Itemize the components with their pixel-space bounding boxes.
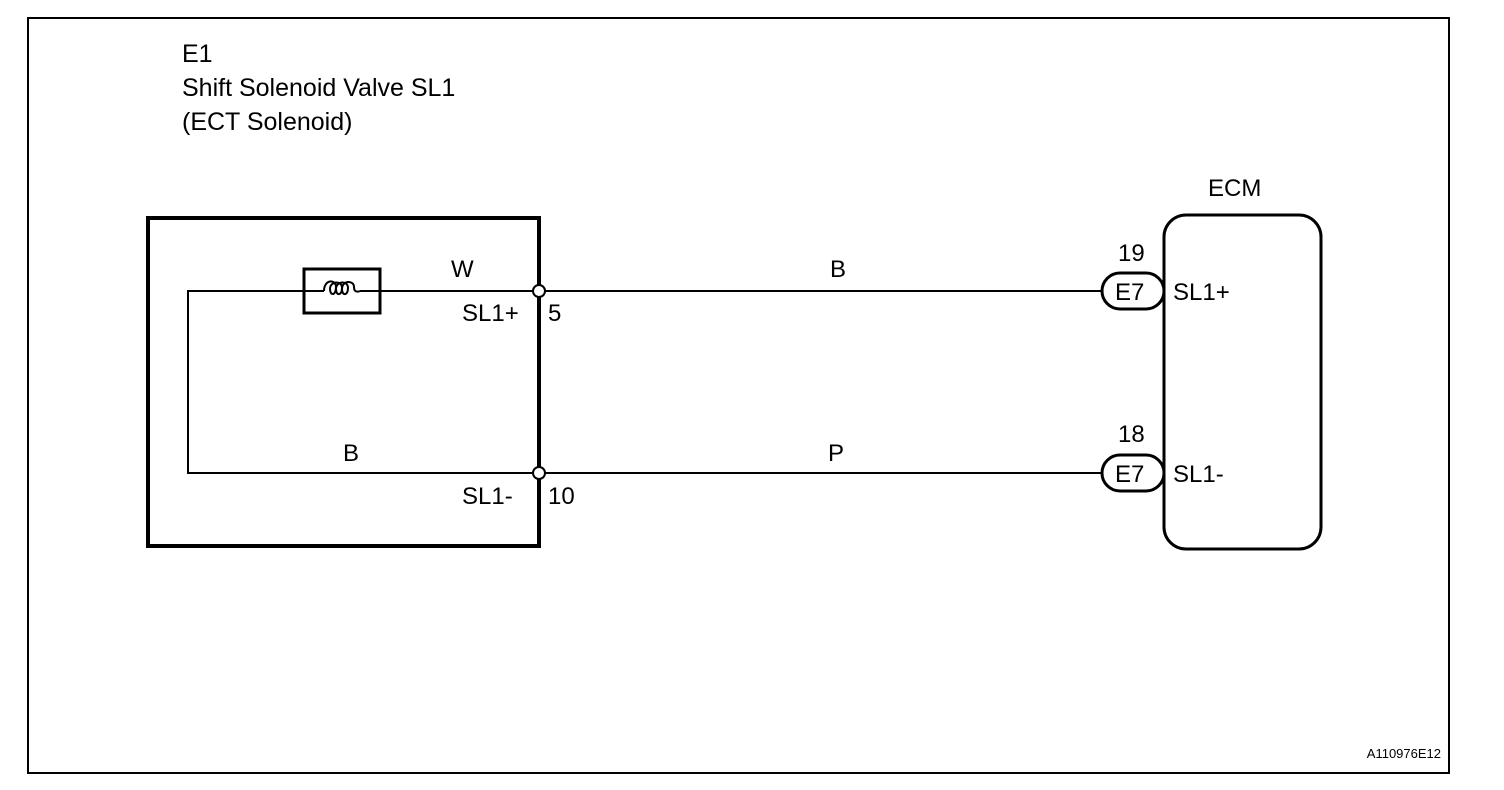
connector-code-2: E7 — [1115, 461, 1144, 488]
wire-color-1: B — [830, 256, 846, 283]
connector-badge-1 — [1100, 271, 1166, 311]
component-pin-number-2: 10 — [548, 483, 575, 510]
internal-wire-color-bottom: B — [343, 440, 359, 467]
ecm-label: ECM — [1208, 175, 1261, 202]
component-subtitle: (ECT Solenoid) — [182, 108, 352, 136]
diagram-frame — [27, 17, 1450, 774]
solenoid-box — [146, 216, 541, 548]
connector-badge-2 — [1100, 453, 1166, 493]
coil-loops — [323, 280, 361, 296]
component-pin-name-1: SL1+ — [462, 300, 519, 327]
ecm-pin-number-2: 18 — [1118, 421, 1145, 448]
component-pin-name-2: SL1- — [462, 483, 513, 510]
ecm-pin-name-1: SL1+ — [1173, 279, 1230, 306]
ecm-pin-name-2: SL1- — [1173, 461, 1224, 488]
terminal-circle-1 — [532, 284, 546, 298]
ecm-box — [1162, 213, 1323, 551]
internal-wire-color-top: W — [451, 256, 474, 283]
ecm-pin-number-1: 19 — [1118, 240, 1145, 267]
component-code: E1 — [182, 40, 213, 68]
wire-color-2: P — [828, 440, 844, 467]
component-name: Shift Solenoid Valve SL1 — [182, 74, 455, 102]
reference-code: A110976E12 — [1367, 746, 1441, 761]
internal-wire-loop — [187, 290, 534, 474]
connector-code-1: E7 — [1115, 279, 1144, 306]
terminal-circle-2 — [532, 466, 546, 480]
component-pin-number-1: 5 — [548, 300, 561, 327]
